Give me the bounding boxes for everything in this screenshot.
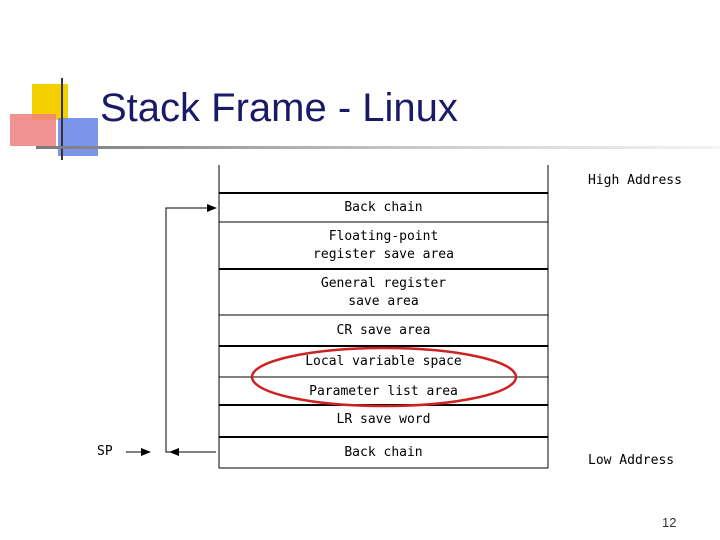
low-address-label: Low Address — [588, 453, 675, 468]
sp-label: SP — [97, 444, 113, 459]
cell-line: LR save word — [336, 412, 431, 427]
slide-logo-icon — [10, 78, 98, 160]
cell-line: Back chain — [344, 445, 423, 460]
cell-line: Back chain — [344, 200, 423, 215]
cell-back-chain-top: Back chain — [220, 194, 547, 222]
high-address-label: High Address — [588, 173, 682, 188]
cell-line: Local variable space — [305, 354, 462, 369]
logo-blue-square — [58, 118, 98, 156]
cell-line: General register — [320, 275, 447, 291]
back-chain-arrow — [165, 204, 217, 453]
cell-cr-save: CR save area — [220, 316, 547, 346]
cell-line: Floating-point — [328, 229, 439, 244]
title-rule — [36, 146, 720, 149]
cell-line: CR save area — [336, 323, 431, 338]
slide-title: Stack Frame - Linux — [100, 86, 458, 130]
page-number: 12 — [662, 515, 677, 530]
cell-line: register save area — [313, 247, 454, 262]
cell-local-variable-space: Local variable space — [220, 347, 547, 377]
cell-back-chain-bottom: Back chain — [220, 438, 547, 468]
cell-lr-save-word: LR save word — [220, 406, 547, 434]
cell-line: Parameter list area — [309, 383, 458, 399]
highlight-ellipse — [250, 346, 518, 408]
cell-floating-point-save: Floating-point register save area — [220, 223, 547, 269]
logo-red-square — [10, 114, 56, 146]
cell-parameter-list: Parameter list area — [220, 378, 547, 405]
cell-general-register-save: General register save area — [220, 270, 547, 315]
cell-line: save area — [348, 293, 419, 309]
